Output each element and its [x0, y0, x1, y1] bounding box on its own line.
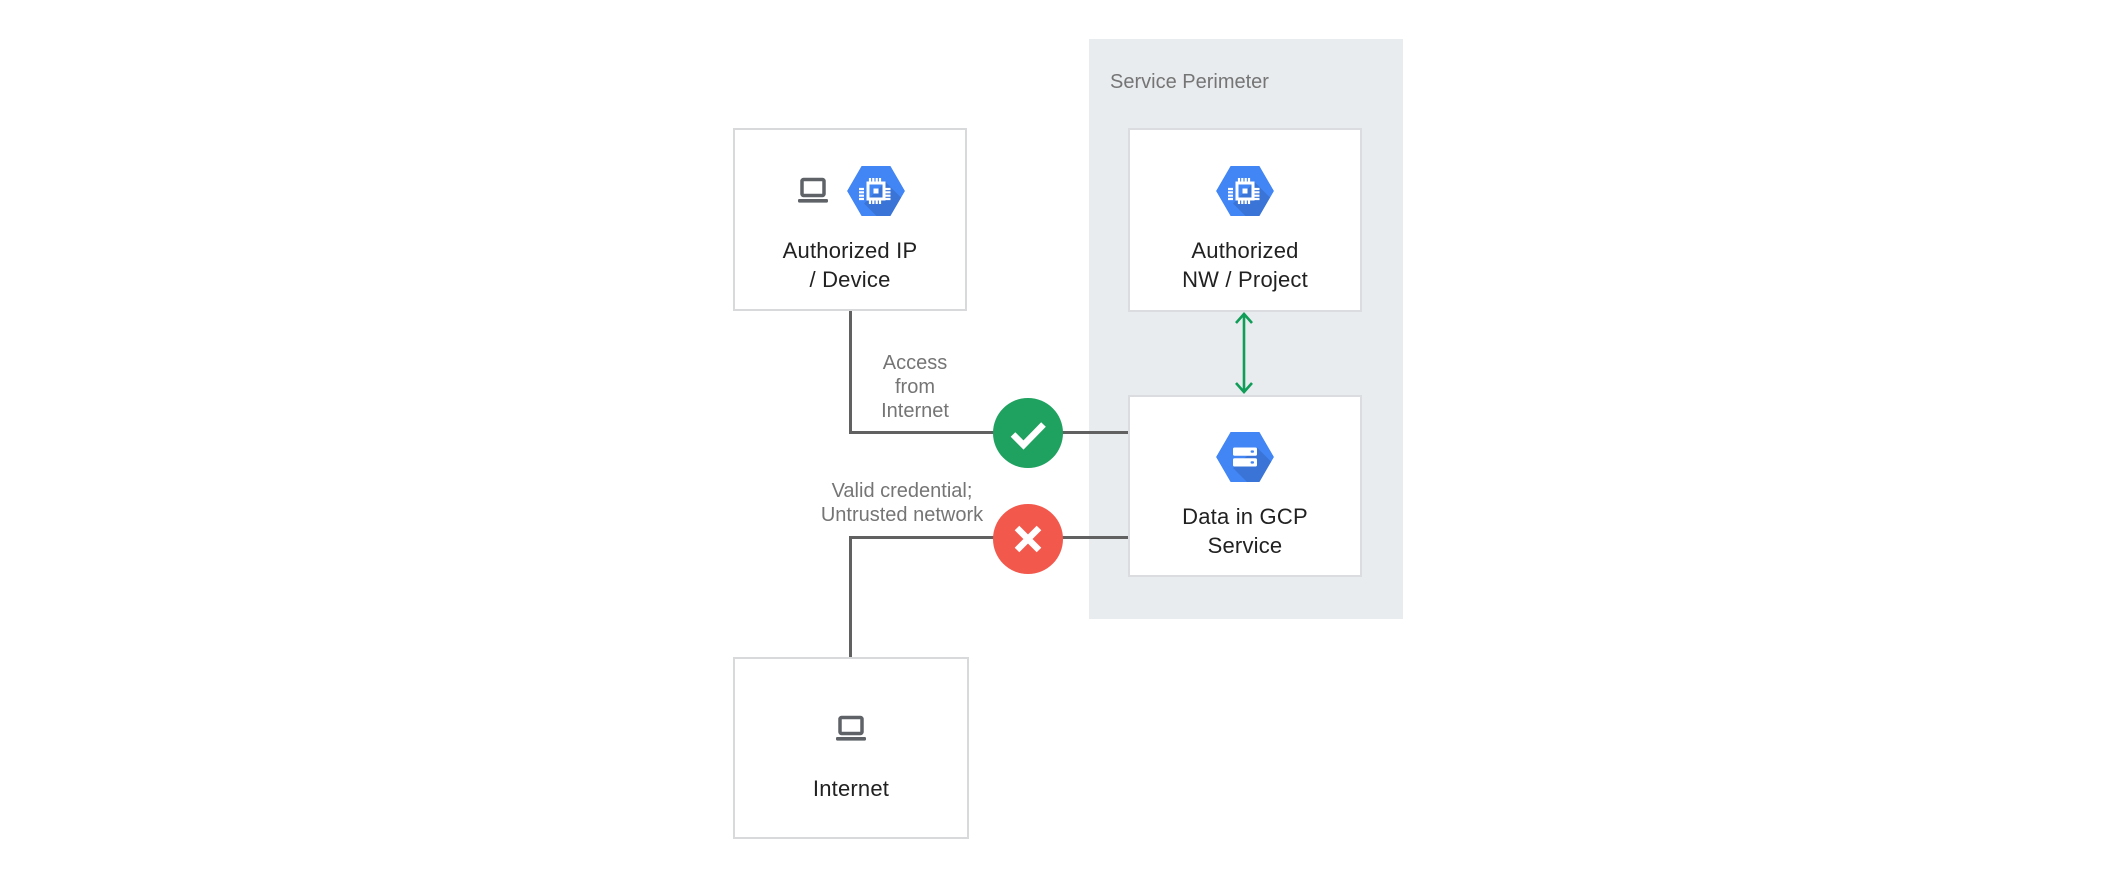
- edge-label-line: Internet: [881, 400, 949, 422]
- x-icon: [993, 504, 1063, 574]
- bidirectional-arrow-icon: [1231, 309, 1257, 397]
- node-label-line2: Service: [1207, 533, 1283, 558]
- connector-internet-vertical: [849, 536, 852, 657]
- edge-label-line: from: [895, 376, 935, 398]
- denied-status-badge: [993, 504, 1063, 574]
- node-icons: [795, 165, 905, 216]
- node-label-line1: Authorized: [1191, 238, 1299, 263]
- gcp-compute-hexagon-icon: [847, 165, 905, 216]
- laptop-icon: [795, 176, 831, 206]
- node-icons: [833, 714, 869, 744]
- connector-internet-to-data: [849, 536, 1128, 539]
- check-icon: [993, 398, 1063, 468]
- laptop-icon: [833, 714, 869, 744]
- node-label: Authorized NW / Project: [1182, 236, 1308, 294]
- node-authorized-ip-device: Authorized IP / Device: [733, 128, 967, 311]
- connector-authorized-ip-to-data: [849, 431, 1128, 434]
- node-label-line2: NW / Project: [1182, 267, 1308, 292]
- node-internet: Internet: [733, 657, 969, 839]
- node-label: Internet: [813, 774, 889, 803]
- node-label-line1: Data in GCP: [1182, 504, 1308, 529]
- node-label: Authorized IP / Device: [783, 236, 918, 294]
- gcp-storage-hexagon-icon: [1216, 432, 1274, 482]
- connector-authorized-ip-vertical: [849, 311, 852, 434]
- node-icons: [1216, 166, 1274, 216]
- node-label: Data in GCP Service: [1182, 502, 1308, 560]
- node-icons: [1216, 432, 1274, 482]
- edge-label-access-from-internet: Access from Internet: [836, 351, 994, 423]
- edge-label-valid-credential-untrusted-network: Valid credential; Untrusted network: [782, 479, 1022, 527]
- node-label-line1: Authorized IP: [782, 237, 918, 263]
- node-label-line2: / Device: [809, 266, 891, 292]
- edge-label-line: Valid credential;: [831, 480, 973, 502]
- node-authorized-nw-project: Authorized NW / Project: [1128, 128, 1362, 312]
- gcp-compute-hexagon-icon: [1216, 166, 1274, 216]
- edge-label-line: Untrusted network: [820, 504, 984, 526]
- node-label-line1: Internet: [812, 775, 890, 801]
- edge-label-line: Access: [882, 352, 948, 374]
- allowed-status-badge: [993, 398, 1063, 468]
- node-data-in-gcp-service: Data in GCP Service: [1128, 395, 1362, 577]
- service-perimeter-label: Service Perimeter: [1110, 71, 1269, 93]
